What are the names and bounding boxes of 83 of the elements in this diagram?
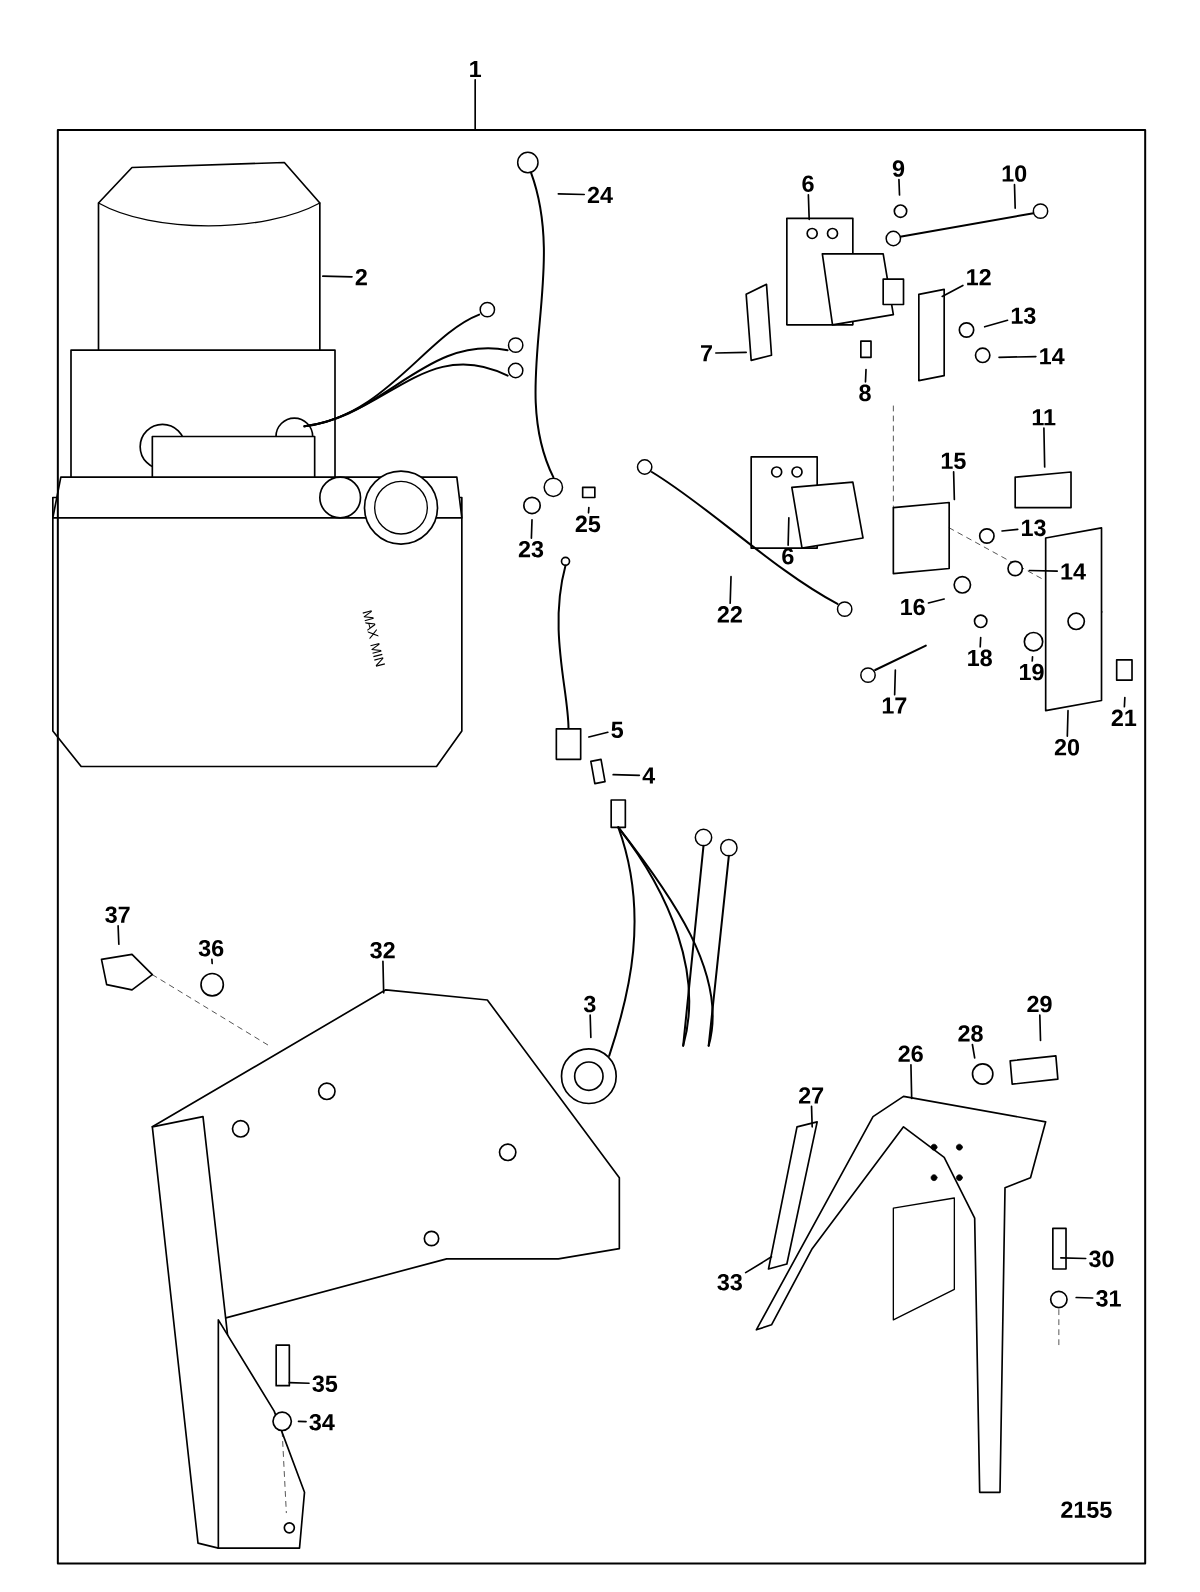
leader-line: [557, 192, 586, 196]
leader-line: [1075, 1296, 1094, 1299]
leader-line: [288, 1381, 310, 1385]
callout-number: 20: [1054, 738, 1080, 756]
callout-number: 16: [901, 598, 925, 616]
callout-number: 34: [309, 1413, 335, 1431]
callout-number: 23: [518, 540, 544, 558]
leader-line: [382, 960, 385, 994]
callout-number: 29: [1027, 995, 1052, 1013]
callout-number: 7: [701, 345, 712, 362]
leader-line: [612, 773, 641, 777]
callout-number: 35: [312, 1375, 338, 1392]
leader-line: [1123, 696, 1126, 708]
leader-line: [715, 351, 747, 354]
leader-line: [744, 1256, 773, 1274]
leader-line: [474, 79, 476, 130]
callout-number: 32: [370, 941, 395, 959]
callout-number: 18: [968, 649, 992, 667]
callout-number: 13: [1022, 519, 1046, 537]
leader-line: [588, 731, 609, 738]
leader-line: [998, 355, 1037, 359]
leader-line: [1039, 1014, 1042, 1042]
callout-number: 11: [1032, 409, 1056, 426]
callout-number: 14: [1040, 348, 1065, 365]
callout-number: 9: [892, 160, 905, 177]
leader-line: [952, 471, 956, 501]
leader-line: [898, 178, 901, 196]
callout-number: 10: [1002, 165, 1027, 182]
leader-line: [893, 669, 897, 696]
leader-line: [864, 368, 867, 383]
leader-line: [1043, 427, 1046, 468]
callout-number: 17: [882, 697, 907, 714]
callout-number: 25: [575, 515, 601, 533]
leader-line: [1028, 569, 1059, 572]
callout-number: 28: [958, 1025, 983, 1042]
callout-number: 8: [859, 384, 871, 402]
callout-number: 4: [642, 767, 656, 784]
figure-number: 2155: [1061, 1501, 1112, 1518]
callout-number: 37: [105, 906, 130, 923]
callout-number: 14: [1061, 563, 1086, 580]
leader-line: [983, 319, 1009, 328]
callout-number: 12: [967, 268, 991, 286]
callout-number: 27: [799, 1087, 824, 1104]
leader-line: [211, 958, 213, 965]
leader-line: [1013, 183, 1016, 209]
leader-line: [322, 275, 353, 278]
callout-number: 22: [717, 606, 742, 623]
callout-number: 31: [1096, 1290, 1121, 1307]
leader-line: [297, 1420, 307, 1423]
leader-line: [589, 1014, 592, 1039]
callout-number: 13: [1011, 307, 1036, 324]
leader-line: [1060, 1257, 1087, 1260]
leader-line: [927, 598, 945, 604]
tank-marking: MAX: [362, 610, 379, 640]
leader-line: [941, 284, 964, 298]
leader-line: [587, 506, 590, 514]
leader-line: [910, 1064, 913, 1100]
tank-marking: MIN: [370, 642, 385, 667]
leader-line: [971, 1043, 976, 1059]
callout-number: 3: [583, 995, 596, 1013]
callout-number: 30: [1089, 1250, 1114, 1268]
callout-number: 15: [941, 452, 966, 470]
leader-line: [787, 517, 790, 546]
leader-line: [729, 575, 732, 605]
leader-line: [117, 925, 120, 945]
leader-line: [1066, 709, 1069, 737]
leader-line: [530, 519, 533, 539]
callout-number: 24: [587, 186, 613, 204]
leader-line: [1031, 656, 1034, 662]
leader-line: [807, 194, 810, 221]
leader-line: [810, 1105, 813, 1128]
callout-number: 6: [802, 175, 814, 192]
callout-number: 33: [717, 1273, 742, 1291]
callout-number: 26: [898, 1045, 923, 1062]
callout-number: 19: [1020, 663, 1044, 681]
callout-number: 36: [198, 939, 224, 957]
leader-line: [979, 636, 982, 648]
callout-number: 5: [611, 721, 623, 739]
callout-number: 21: [1111, 709, 1137, 726]
callout-number: 2: [355, 268, 367, 286]
callout-number: 6: [782, 547, 794, 565]
leader-line: [1001, 528, 1019, 532]
callout-number: 1: [470, 60, 481, 77]
